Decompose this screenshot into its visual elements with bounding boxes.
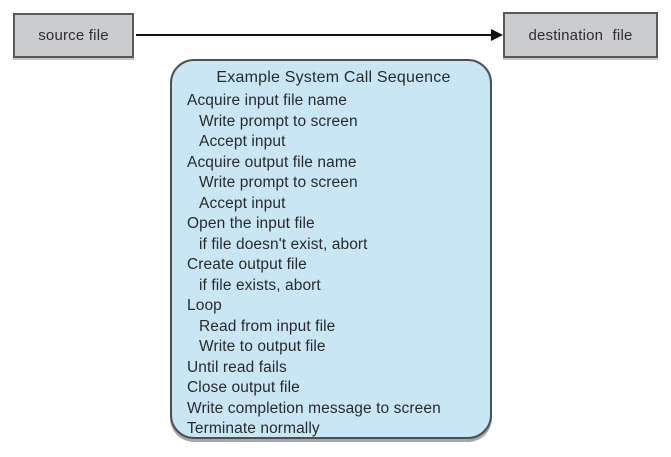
system-call-line: Close output file: [187, 379, 300, 396]
system-call-line: Read from input file: [199, 317, 336, 335]
system-call-line: Until read fails: [187, 358, 287, 376]
system-call-line: Write completion message to screen: [187, 399, 441, 417]
system-call-line: Accept input: [199, 194, 286, 212]
system-call-line: if file doesn't exist, abort: [199, 235, 368, 253]
destination-file-box: destination file: [503, 12, 658, 58]
system-call-line: Write to output file: [199, 338, 326, 355]
source-file-label: source file: [38, 27, 109, 44]
system-call-line: Accept input: [199, 133, 286, 150]
system-call-line: Open the input file: [187, 215, 315, 232]
system-call-line: Write prompt to screen: [199, 174, 358, 191]
system-call-line: Acquire input file name: [187, 92, 347, 109]
system-call-line: Write prompt to screen: [199, 112, 358, 130]
source-file-box: source file: [13, 13, 134, 58]
copy-arrow-line: [136, 34, 492, 36]
system-call-line: Create output file: [187, 256, 307, 273]
destination-file-label: destination file: [528, 26, 633, 44]
system-call-line: Loop: [187, 297, 222, 314]
system-call-line: if file exists, abort: [199, 276, 321, 294]
system-call-box-title: Example System Call Sequence: [216, 69, 451, 86]
system-call-line: Acquire output file name: [187, 153, 357, 171]
system-call-box: Example System Call Sequence Acquire inp…: [170, 59, 492, 439]
copy-arrow-head-icon: [491, 29, 503, 41]
system-call-line: Terminate normally: [187, 420, 320, 437]
